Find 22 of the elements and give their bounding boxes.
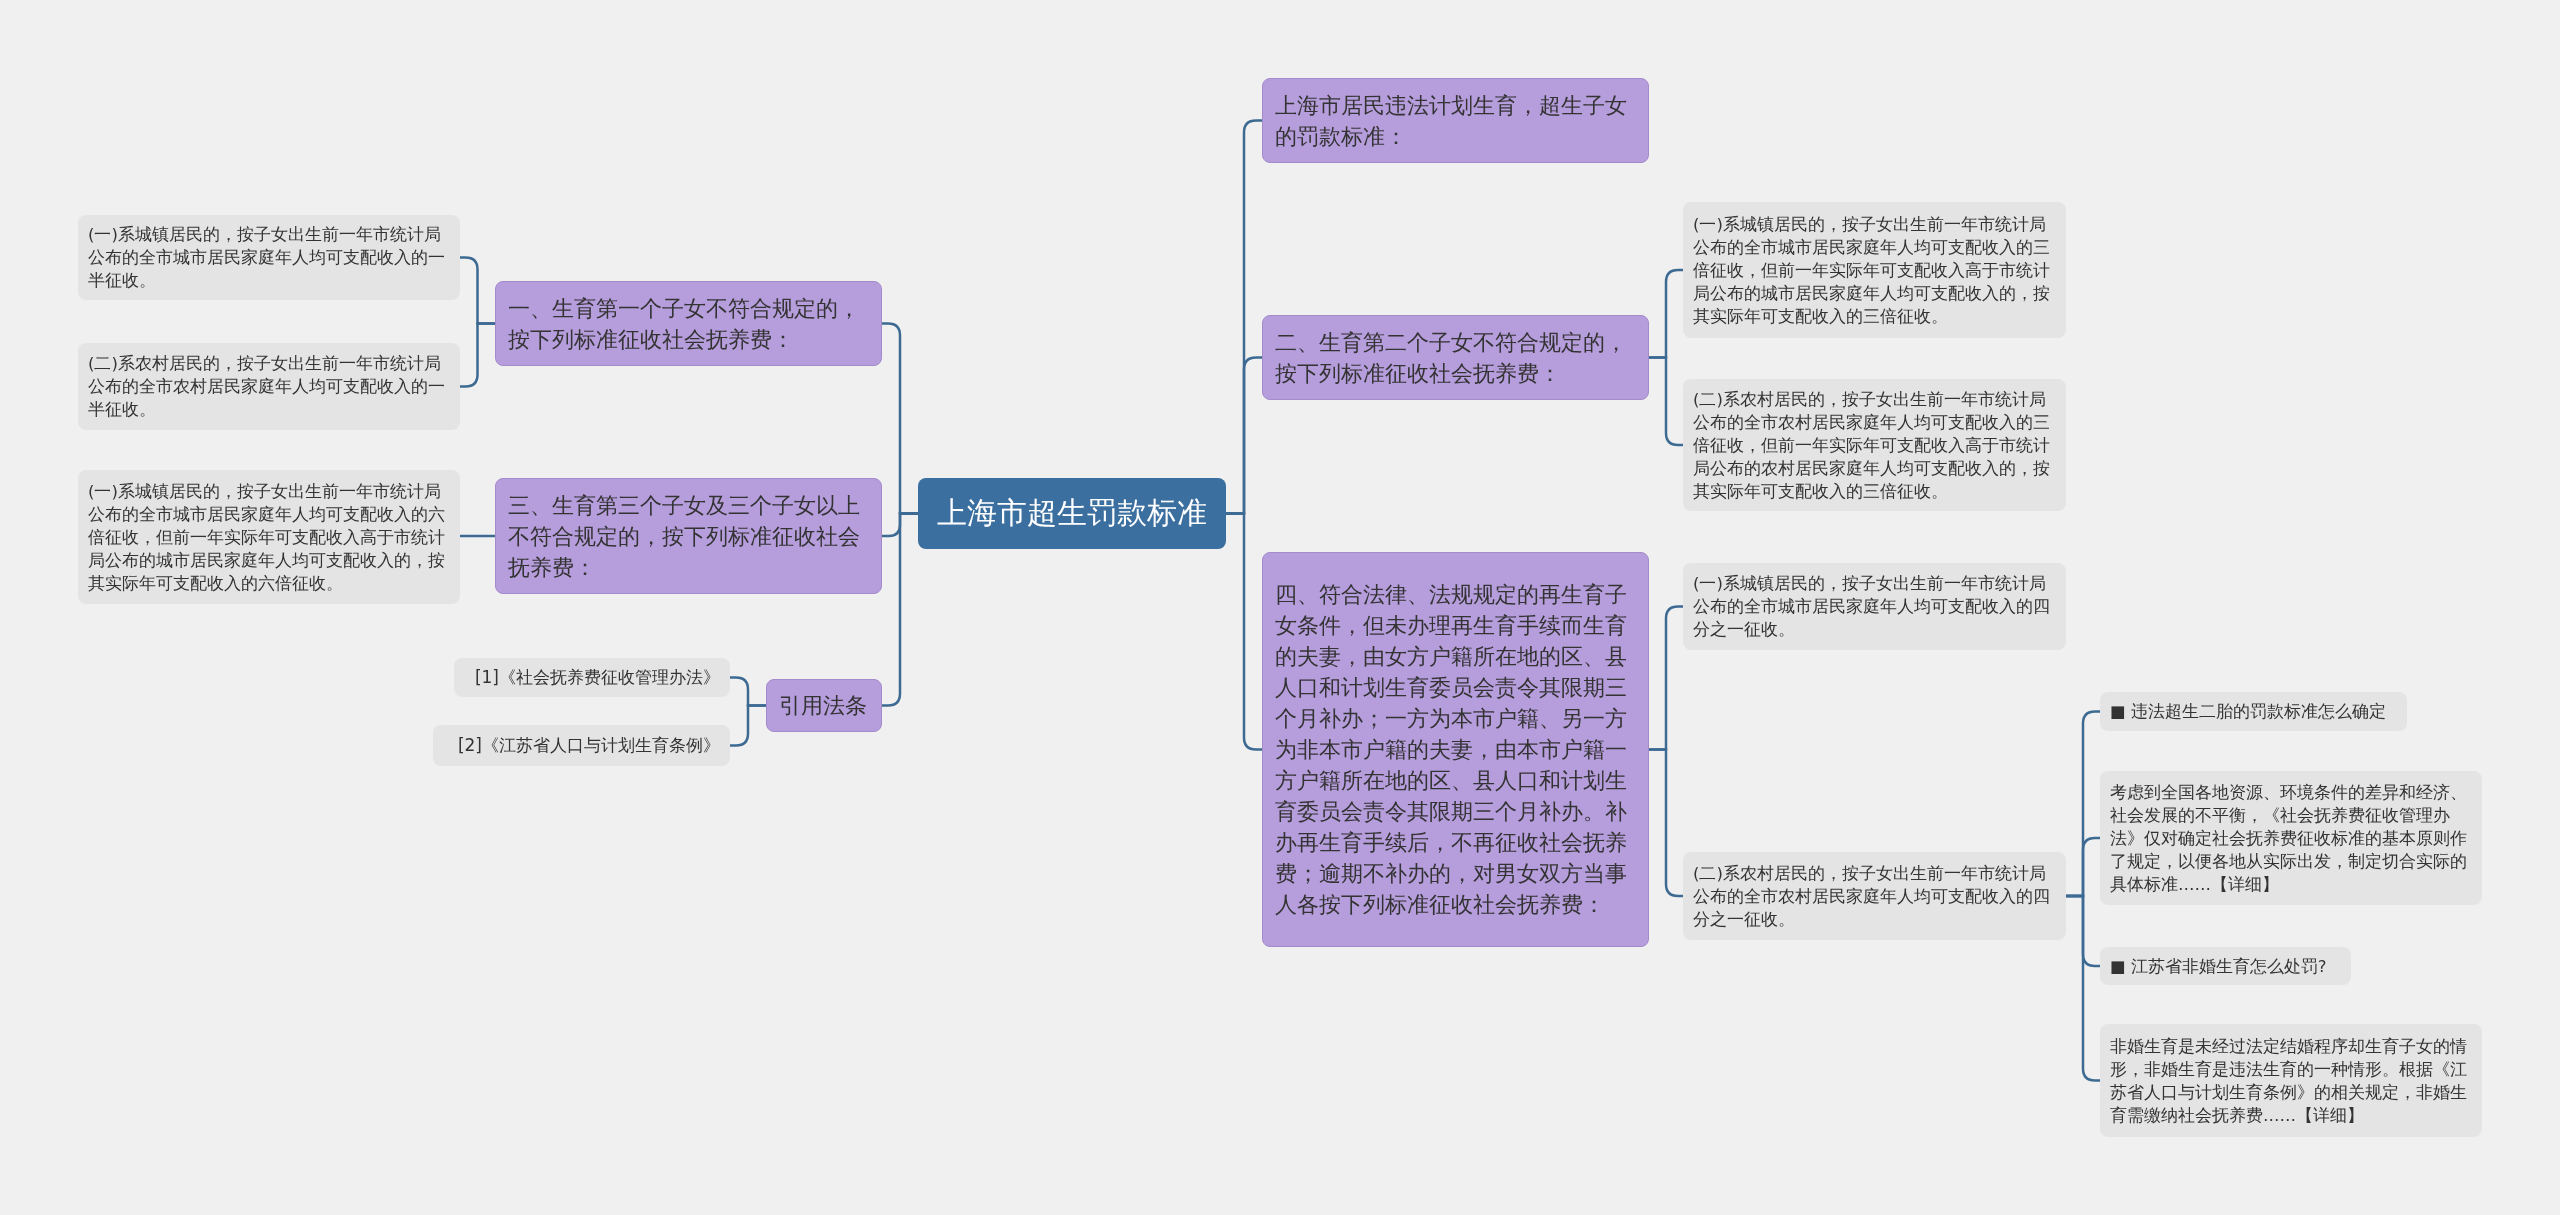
reference-box: [2]《江苏省人口与计划生育条例》	[433, 725, 730, 766]
topic-box: 二、生育第二个子女不符合规定的，按下列标准征收社会抚养费：	[1262, 315, 1649, 400]
subtopic-box: ■ 违法超生二胎的罚款标准怎么确定	[2100, 692, 2407, 731]
subtopic-box: (二)系农村居民的，按子女出生前一年市统计局公布的全市农村居民家庭年人均可支配收入的四分之一征收。	[1683, 852, 2066, 940]
topic-box: 引用法条	[766, 679, 882, 732]
central-topic: 上海市超生罚款标准	[918, 478, 1226, 549]
subtopic-box: (一)系城镇居民的，按子女出生前一年市统计局公布的全市城市居民家庭年人均可支配收入的一半征收。	[78, 215, 460, 300]
subtopic-box: (一)系城镇居民的，按子女出生前一年市统计局公布的全市城市居民家庭年人均可支配收入的四分之一征收。	[1683, 563, 2066, 650]
subtopic-box: ■ 江苏省非婚生育怎么处罚?	[2100, 947, 2351, 985]
reference-box: [1]《社会抚养费征收管理办法》	[454, 658, 730, 697]
subtopic-box: (二)系农村居民的，按子女出生前一年市统计局公布的全市农村居民家庭年人均可支配收入的三倍征收，但前一年实际年可支配收入高于市统计局公布的农村居民家庭年人均可支配收入的，按其实际年可支配收入的三倍征收。	[1683, 379, 2066, 511]
connector-line	[460, 534, 495, 538]
subtopic-box: (一)系城镇居民的，按子女出生前一年市统计局公布的全市城市居民家庭年人均可支配收入的三倍征收，但前一年实际年可支配收入高于市统计局公布的城市居民家庭年人均可支配收入的，按其实际年可支配收入的三倍征收。	[1683, 202, 2066, 338]
topic-box: 四、符合法律、法规规定的再生育子女条件，但未办理再生育手续而生育的夫妻，由女方户籍所在地的区、县人口和计划生育委员会责令其限期三个月补办；一方为本市户籍、另一方为非本市户籍的夫妻，由本市户籍一方户籍所在地的区、县人口和计划生育委员会责令其限期三个月补办。补办再生育手续后，不再征收社会抚养费；逾期不补办的，对男女双方当事人各按下列标准征收社会抚养费：	[1262, 552, 1649, 947]
topic-box: 上海市居民违法计划生育，超生子女的罚款标准：	[1262, 78, 1649, 163]
topic-box: 三、生育第三个子女及三个子女以上不符合规定的，按下列标准征收社会抚养费：	[495, 478, 882, 594]
subtopic-box: 考虑到全国各地资源、环境条件的差异和经济、社会发展的不平衡，《社会抚养费征收管理办法》仅对确定社会抚养费征收标准的基本原则作了规定，以便各地从实际出发，制定切合实际的具体标准……【详细】	[2100, 771, 2482, 905]
connector-line	[730, 704, 766, 747]
subtopic-box: (一)系城镇居民的，按子女出生前一年市统计局公布的全市城市居民家庭年人均可支配收入的六倍征收，但前一年实际年可支配收入高于市统计局公布的城市居民家庭年人均可支配收入的，按其实际年可支配收入的六倍征收。	[78, 470, 460, 604]
topic-box: 一、生育第一个子女不符合规定的，按下列标准征收社会抚养费：	[495, 281, 882, 366]
subtopic-box: 非婚生育是未经过法定结婚程序却生育子女的情形，非婚生育是违法生育的一种情形。根据《江苏省人口与计划生育条例》的相关规定，非婚生育需缴纳社会抚养费……【详细】	[2100, 1024, 2482, 1137]
subtopic-box: (二)系农村居民的，按子女出生前一年市统计局公布的全市农村居民家庭年人均可支配收入的一半征收。	[78, 343, 460, 430]
